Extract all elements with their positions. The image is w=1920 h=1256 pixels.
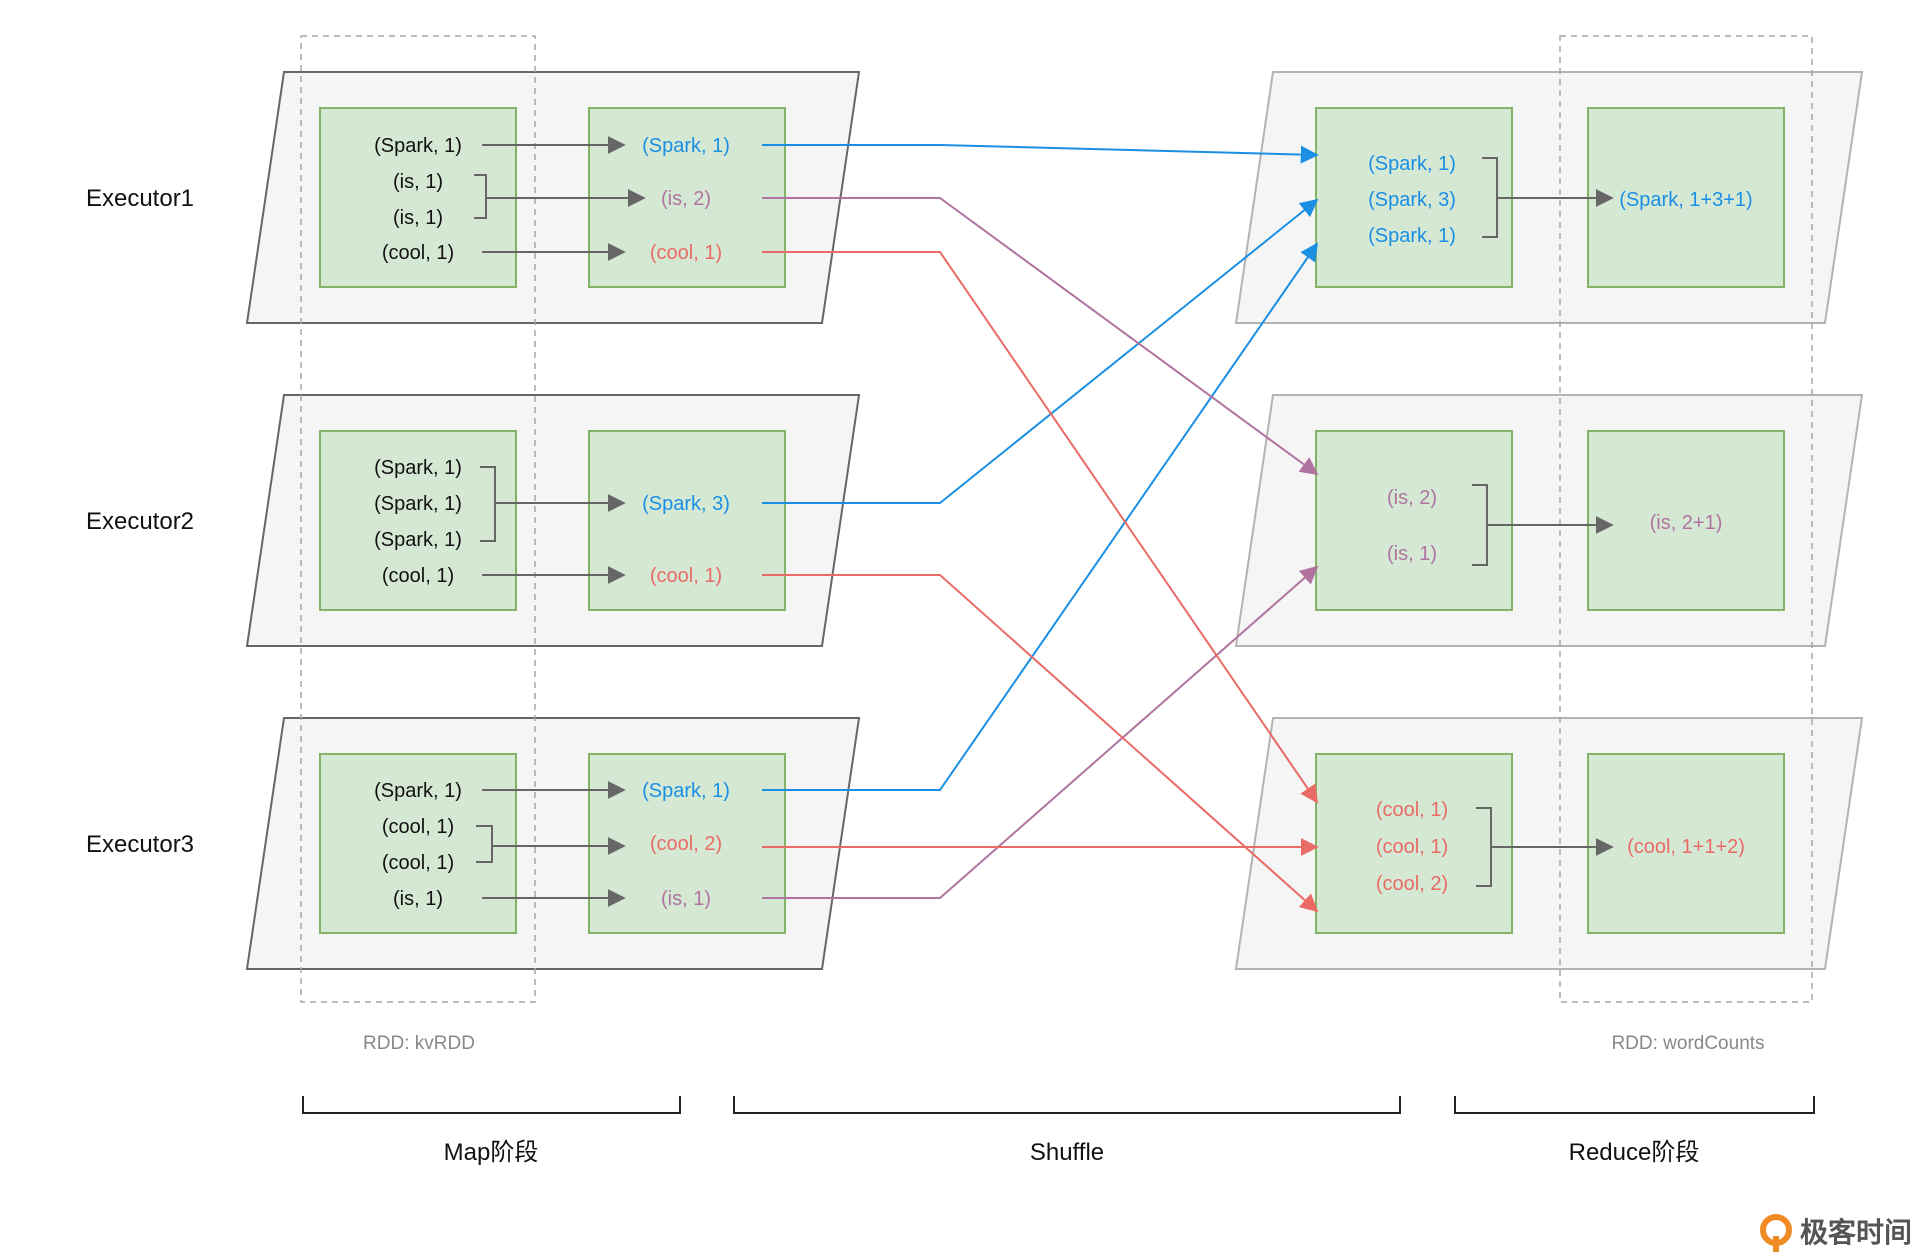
map-input-record: (Spark, 1) xyxy=(374,780,462,802)
map-output-cool: (cool, 1) xyxy=(650,242,722,264)
reduce-input-box-1 xyxy=(1315,107,1513,288)
map-output-spark: (Spark, 3) xyxy=(642,493,730,515)
reduce-input-box-3 xyxy=(1315,753,1513,934)
shuffle-arrow-spark-1 xyxy=(762,144,1319,164)
logo-text: 极客时间 xyxy=(1800,1216,1912,1248)
stage-brackets xyxy=(302,1096,1815,1114)
map-output-spark: (Spark, 1) xyxy=(642,135,730,157)
map-input-record: (Spark, 1) xyxy=(374,457,462,479)
shuffle-arrow-is-2 xyxy=(762,565,1319,899)
wordcounts-dashed-outline xyxy=(1559,35,1813,1003)
map-output-cool: (cool, 1) xyxy=(650,565,722,587)
kvrdd-label: RDD: kvRDD xyxy=(363,1033,475,1054)
map-input-box-2 xyxy=(319,430,517,611)
kvrdd-dashed-outline xyxy=(300,35,536,1003)
reduce-input-spark: (Spark, 3) xyxy=(1368,189,1456,211)
reduce-input-cool: (cool, 1) xyxy=(1376,799,1448,821)
geektime-logo: 极客时间 xyxy=(1760,1214,1912,1252)
shuffle-arrow-cool-3 xyxy=(762,574,1319,913)
map-input-record: (is, 1) xyxy=(393,207,443,229)
reduce-input-is: (is, 1) xyxy=(1387,543,1437,565)
map-arrows xyxy=(474,136,646,907)
map-output-is: (is, 1) xyxy=(661,888,711,910)
executor3-label: Executor3 xyxy=(86,831,194,858)
shuffle-stage-bracket xyxy=(733,1096,1401,1114)
map-input-record: (cool, 1) xyxy=(382,242,454,264)
reduce-arrows xyxy=(1472,157,1614,887)
map-input-record: (Spark, 1) xyxy=(374,135,462,157)
shuffle-arrow-cool-1 xyxy=(762,251,1319,804)
map-input-record: (cool, 1) xyxy=(382,816,454,838)
reduce-output-box-1 xyxy=(1587,107,1785,288)
map-output-is: (is, 2) xyxy=(661,188,711,210)
executor1-label: Executor1 xyxy=(86,185,194,212)
reduce-output-box-3 xyxy=(1587,753,1785,934)
reduce-input-cool: (cool, 1) xyxy=(1376,836,1448,858)
reduce-stage-label: Reduce阶段 xyxy=(1569,1139,1700,1166)
shuffle-arrow-spark-2 xyxy=(762,198,1319,504)
map-input-record: (is, 1) xyxy=(393,171,443,193)
reduce-output-cool: (cool, 1+1+2) xyxy=(1627,836,1745,858)
reduce-input-is: (is, 2) xyxy=(1387,487,1437,509)
map-input-record: (Spark, 1) xyxy=(374,493,462,515)
map-input-record: (Spark, 1) xyxy=(374,529,462,551)
reduce-output-spark: (Spark, 1+3+1) xyxy=(1619,189,1752,211)
reduce-input-spark: (Spark, 1) xyxy=(1368,225,1456,247)
reduce-output-box-2 xyxy=(1587,430,1785,611)
shuffle-arrow-is-1 xyxy=(762,197,1319,476)
shuffle-arrow-spark-3 xyxy=(762,242,1319,791)
reduce-input-box-2 xyxy=(1315,430,1513,611)
map-input-record: (cool, 1) xyxy=(382,565,454,587)
executor2-label: Executor2 xyxy=(86,508,194,535)
reduce-output-is: (is, 2+1) xyxy=(1650,512,1723,534)
map-input-box-1 xyxy=(319,107,517,288)
map-input-box-3 xyxy=(319,753,517,934)
map-input-record: (cool, 1) xyxy=(382,852,454,874)
map-output-spark: (Spark, 1) xyxy=(642,780,730,802)
shuffle-arrows xyxy=(762,144,1319,913)
reduce-stage-bracket xyxy=(1454,1096,1815,1114)
shuffle-stage-label: Shuffle xyxy=(1030,1139,1104,1166)
map-output-cool: (cool, 2) xyxy=(650,833,722,855)
reduce-input-spark: (Spark, 1) xyxy=(1368,153,1456,175)
map-stage-bracket xyxy=(302,1096,681,1114)
map-stage-label: Map阶段 xyxy=(444,1139,539,1166)
map-input-record: (is, 1) xyxy=(393,888,443,910)
reduce-input-cool: (cool, 2) xyxy=(1376,873,1448,895)
wordcounts-label: RDD: wordCounts xyxy=(1611,1033,1764,1054)
